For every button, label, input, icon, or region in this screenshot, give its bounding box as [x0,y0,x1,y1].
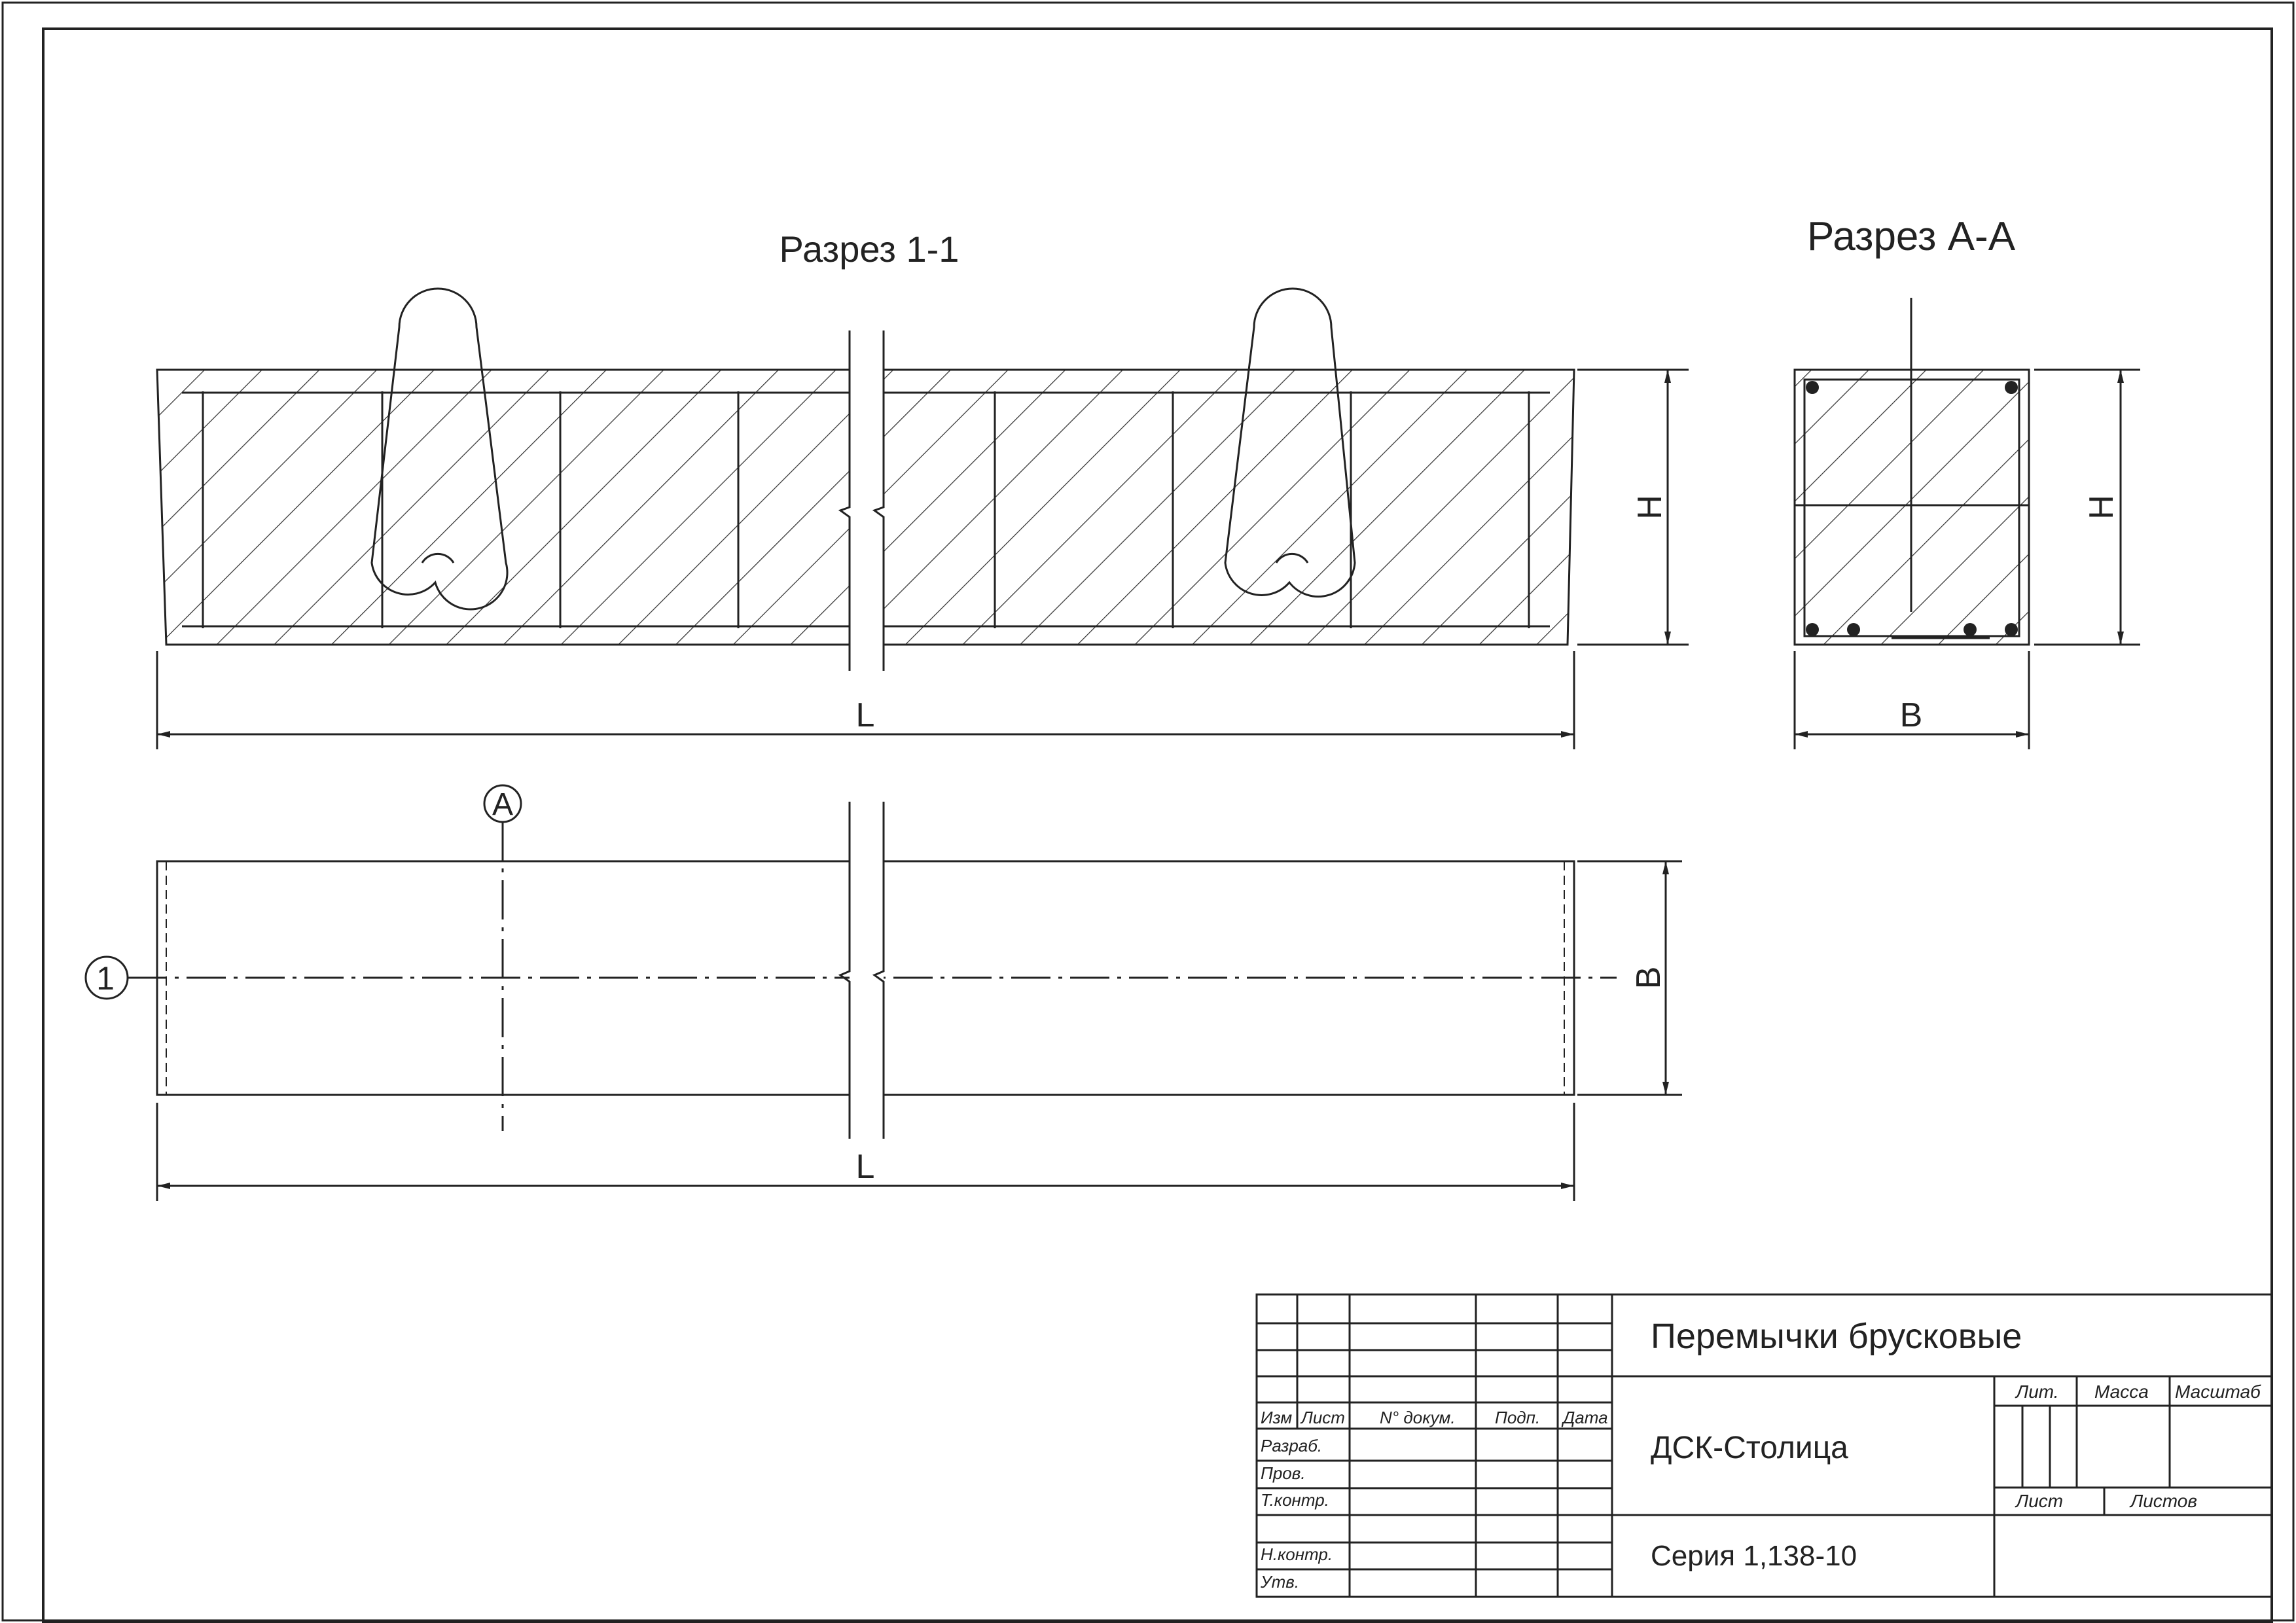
header-date: Дата [1561,1408,1608,1427]
dimension-H-label-cross: H [2083,495,2121,520]
dimension-L-label-plan: L [856,1148,875,1186]
dimension-B-cross [1793,651,2030,749]
plan-break-gap [850,802,884,1139]
section-a-marker: A [492,787,513,822]
label-masshtab: Масштаб [2175,1382,2261,1402]
break-gap [850,330,884,671]
dimension-H-cross [2034,368,2140,646]
section-a-a: Разрез А-А B H [1793,214,2140,749]
role-tkontr: Т.контр. [1261,1490,1329,1510]
header-sign: Подп. [1495,1408,1540,1427]
section-1-1-title: Разрез 1-1 [780,228,960,270]
role-utv: Утв. [1260,1572,1299,1592]
dimension-B-label-plan: B [1630,967,1668,990]
dimension-L-plan [156,1103,1575,1201]
dimension-B-label-cross: B [1900,696,1923,734]
sheet-inner-frame [42,27,2273,1623]
rebar-bars [1806,381,2018,636]
header-izm: Изм [1261,1408,1292,1427]
label-lit: Лит. [2015,1382,2059,1402]
plan-break-line [838,802,885,1139]
label-sheets: Листов [2129,1491,2197,1511]
plan-view: A 1 L B [84,784,1682,1201]
header-doc: N° докум. [1380,1408,1456,1427]
dimension-L-label: L [856,696,875,734]
break-line [838,330,885,671]
title-block [1255,1293,2273,1598]
section-a-a-title: Разрез А-А [1807,214,2016,259]
cross-section-stirrup [1795,298,2029,639]
role-nkontr: Н.контр. [1261,1544,1333,1564]
role-razrab: Разраб. [1261,1436,1322,1455]
label-sheet: Лист [2015,1491,2063,1511]
dimension-L-section [156,651,1575,749]
dimension-B-plan [1577,860,1682,1096]
role-prov: Пров. [1261,1463,1306,1483]
header-list: Лист [1300,1408,1345,1427]
dimension-H-section [1577,368,1689,646]
dimension-H-label: H [1631,495,1669,520]
drawing-name: Перемычки брусковые [1651,1317,2022,1356]
section-a-marker-circle [483,784,522,823]
series-number: Серия 1,138-10 [1651,1540,1857,1572]
axis-1-marker: 1 [96,960,115,997]
title-block-text: Перемычки брусковые ДСК-Столица Серия 1,… [1260,1317,2261,1592]
axis-1-marker-circle [84,955,129,1000]
organization-name: ДСК-Столица [1651,1431,1848,1465]
lifting-loop-right [1224,287,1356,598]
lifting-loop-left [370,287,509,611]
section-1-1: Разрез 1-1 [156,228,1689,749]
label-massa: Масса [2094,1382,2149,1402]
